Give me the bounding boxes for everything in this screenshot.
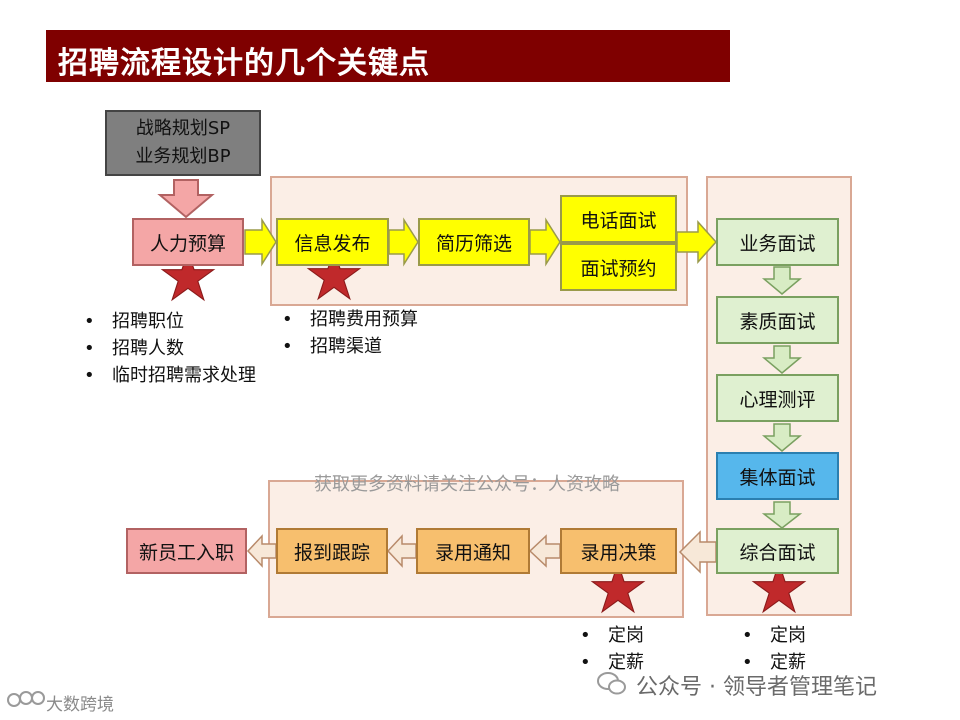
box-offer-notice: 录用通知	[416, 528, 530, 574]
notes-budget: 招聘职位 招聘人数 临时招聘需求处理	[84, 308, 256, 389]
star-icon-decision	[590, 561, 646, 614]
box-psych-test: 心理测评	[716, 374, 839, 422]
box-hiring-decision: 录用决策	[560, 528, 677, 574]
list-item: 定薪	[580, 649, 644, 676]
footer-logo: 大数跨境	[46, 695, 114, 715]
box-phone-interview: 电话面试	[560, 195, 677, 243]
arrow-psych-to-group	[761, 423, 803, 452]
list-item: 临时招聘需求处理	[84, 362, 256, 389]
box-interview-booking: 面试预约	[560, 243, 677, 291]
arrow-group-to-comprehensive	[761, 501, 803, 529]
arrow-decision-to-notice	[528, 534, 561, 568]
box-strategy-planning: 战略规划SP 业务规划BP	[105, 110, 261, 176]
notes-comprehensive: 定岗 定薪	[742, 622, 806, 676]
page-title: 招聘流程设计的几个关键点	[58, 46, 430, 81]
strategy-line1: 战略规划SP	[135, 118, 231, 139]
box-hr-budget: 人力预算	[132, 218, 244, 266]
star-icon-publish	[306, 248, 362, 301]
arrow-publish-to-resume	[388, 217, 419, 267]
arrow-comprehensive-to-decision	[678, 530, 717, 574]
list-item: 招聘职位	[84, 308, 256, 335]
box-quality-interview: 素质面试	[716, 296, 839, 344]
box-new-employee: 新员工入职	[126, 528, 247, 574]
star-icon-budget	[160, 249, 216, 302]
box-group-interview: 集体面试	[716, 452, 839, 500]
arrow-strategy-to-budget	[157, 179, 215, 219]
list-item: 招聘渠道	[282, 333, 418, 360]
box-business-interview: 业务面试	[716, 218, 839, 266]
arrow-budget-to-publish	[244, 217, 277, 267]
arrow-phone-to-business	[676, 220, 718, 264]
arrow-tracking-to-new-employee	[246, 534, 277, 568]
box-onboarding-tracking: 报到跟踪	[276, 528, 388, 574]
list-item: 定岗	[742, 622, 806, 649]
arrow-notice-to-tracking	[386, 534, 417, 568]
arrow-resume-to-phone	[529, 217, 561, 267]
list-item: 招聘费用预算	[282, 306, 418, 333]
title-bar	[46, 30, 730, 82]
notes-publish: 招聘费用预算 招聘渠道	[282, 306, 418, 360]
box-comprehensive-interview: 综合面试	[716, 528, 839, 574]
notes-decision: 定岗 定薪	[580, 622, 644, 676]
strategy-line2: 业务规划BP	[135, 146, 231, 167]
logo-icon	[7, 691, 45, 707]
box-resume-screen: 简历筛选	[418, 218, 530, 266]
star-icon-comprehensive	[751, 561, 807, 614]
wechat-icon	[597, 672, 626, 695]
watermark-text: 获取更多资料请关注公众号：人资攻略	[314, 474, 620, 495]
box-info-publish: 信息发布	[276, 218, 389, 266]
arrow-business-to-quality	[761, 266, 803, 295]
footer-wechat: 公众号 · 领导者管理笔记	[636, 675, 877, 700]
list-item: 定薪	[742, 649, 806, 676]
list-item: 定岗	[580, 622, 644, 649]
list-item: 招聘人数	[84, 335, 256, 362]
arrow-quality-to-psych	[761, 345, 803, 374]
